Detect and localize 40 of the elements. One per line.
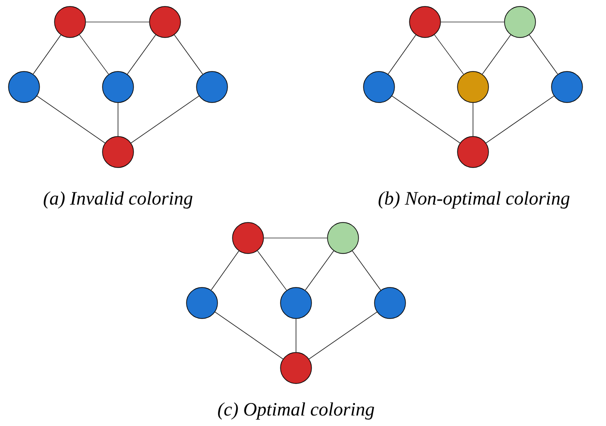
graph-edge [214, 312, 284, 360]
caption: (b) Non-optimal coloring [378, 191, 570, 209]
graph-edge [486, 96, 554, 144]
graph-vertex [102, 71, 134, 103]
graph-edge [308, 312, 378, 360]
graph-edge [127, 34, 156, 74]
graph-edge [434, 34, 464, 75]
graph-vertex [280, 287, 312, 319]
graph-vertex [186, 287, 218, 319]
graph-vertex [280, 352, 312, 384]
graph-edge [392, 96, 460, 144]
graph-vertex [8, 71, 40, 103]
graph-edge [210, 250, 240, 290]
graph-edge [352, 250, 382, 290]
graph-vertex [149, 6, 181, 38]
graph-vertex [504, 6, 536, 38]
graph-vertex [457, 136, 489, 168]
graph-vertex [457, 71, 489, 103]
graph-vertex [102, 136, 134, 168]
graph-vertex [54, 6, 86, 38]
caption: (a) Invalid coloring [44, 191, 192, 209]
graph-edge [130, 96, 200, 144]
graph-edge [472, 102, 474, 136]
graph-vertex [327, 222, 359, 254]
graph-vertex [363, 71, 395, 103]
graph-vertex [232, 222, 264, 254]
graph-vertex [374, 287, 406, 319]
graph-edge [79, 34, 109, 75]
graph-vertex [196, 71, 228, 103]
caption: (c) Optimal coloring [218, 402, 374, 420]
graph-vertex [551, 71, 583, 103]
graph-vertex [409, 6, 441, 38]
graph-edge [36, 96, 106, 144]
graph-edge [174, 34, 204, 74]
graph-edge [388, 34, 416, 74]
graph-edge [257, 250, 287, 291]
graph-edge [482, 34, 511, 74]
graph-edge [304, 250, 334, 290]
graph-edge [32, 34, 62, 74]
graph-edge [528, 34, 558, 74]
